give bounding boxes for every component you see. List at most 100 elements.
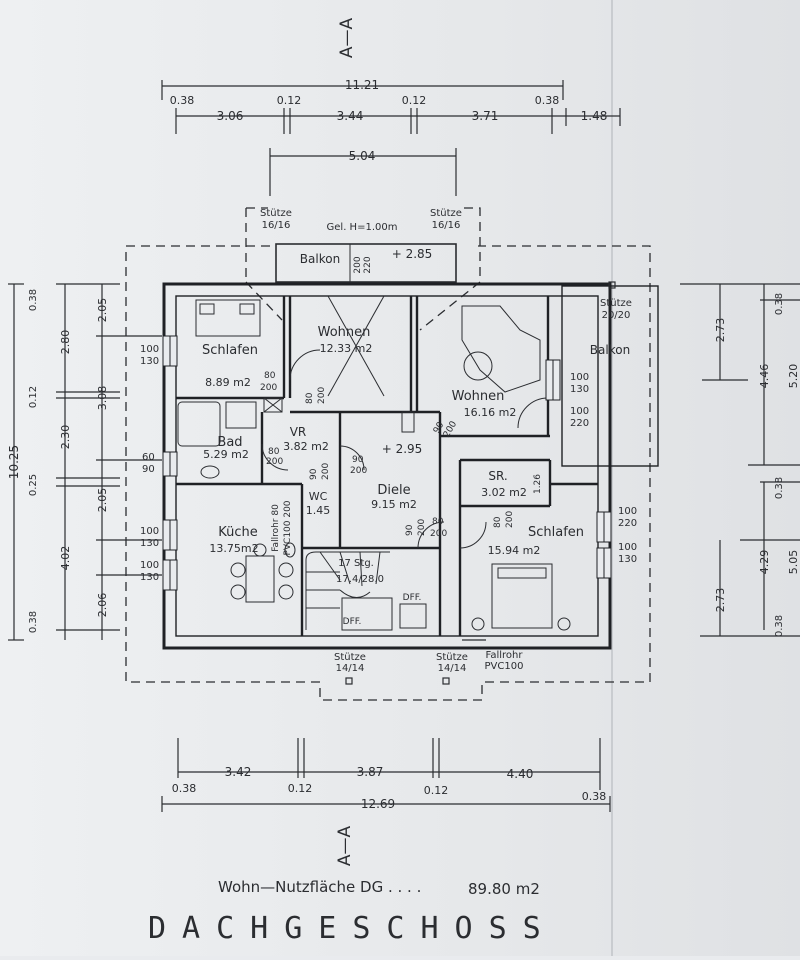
dim-right-lower-2: 4.29 [758,550,771,575]
door-h-h: 200 [417,519,427,536]
win-label-h1: 100 [618,542,637,553]
room-name-balkon-right: Balkon [590,343,630,357]
toilet [284,542,296,558]
dim-bottom-span-1: 3.42 [225,765,252,779]
bathtub [177,401,221,447]
dim-left-wall-4: 0.38 [28,611,39,633]
dim-left-outer-2: 3.08 [96,386,109,411]
room-area-wohnen-2: 16.16 m2 [464,406,517,419]
win-label-h2: 130 [618,554,637,565]
stuetze-bottom-left-size: 14/14 [336,663,365,674]
win-label-d2: 130 [140,572,159,583]
room-area-diele: 9.15 m2 [371,498,417,511]
dim-right-lower-4: 2.73 [714,588,727,613]
door-f-w: 90 [309,468,319,480]
win-label-a1: 100 [140,344,159,355]
door-f-h: 200 [321,463,331,480]
stuetze-top-left-size: 16/16 [262,220,291,231]
dim-left-total: 10.25 [7,445,21,479]
section-label-bottom: A—A [335,826,355,867]
door-e-w: 80 [305,392,315,404]
coffee-table [463,351,493,381]
dim-bottom-wall-left: 0.38 [172,782,197,795]
dim-right-upper-1: 2.73 [714,318,727,343]
stuetze-bottom-right-label: Stütze [436,652,468,663]
dim-bottom-wall-right: 0.38 [582,790,607,803]
dim-right-upper-4: 5.20 [787,364,800,389]
win-label-g2: 220 [618,518,637,529]
bed-schlafen-2 [491,563,553,629]
dining-table [245,555,275,603]
fallrohr-kueche-2: PVC100 200 [283,500,293,555]
dim-top-wall-left: 0.38 [170,94,195,107]
door-a-w: 80 [264,371,276,381]
level-balkon: + 2.85 [392,247,433,261]
door-i-h: 200 [505,511,515,528]
dim-right-upper-2: 4.46 [758,364,771,389]
win-label-b1: 60 [142,452,155,463]
dim-right-lower-1: 0.38 [774,477,785,499]
win-label-d1: 100 [140,560,159,571]
area-value: 89.80 m2 [468,880,540,898]
sofa [461,305,541,393]
dim-right-upper-3: 0.38 [774,293,785,315]
door-swings [261,295,549,549]
win-label-c1: 100 [140,526,159,537]
railing-height: Gel. H=1.00m [327,222,398,233]
dim-left-wall-2: 0.12 [28,386,39,408]
dim-top-span-1: 3.06 [217,109,244,123]
stairs-ratio: 17.4/28.0 [336,574,384,585]
room-name-bad: Bad [217,435,242,450]
skylight [399,603,427,629]
room-area-schlafen-1: 8.89 m2 [205,376,251,389]
dim-sr-126: 1.26 [533,474,543,494]
dim-left-wall-1: 0.38 [28,289,39,311]
win-label-c2: 130 [140,538,159,549]
room-name-diele: Diele [377,483,410,498]
section-label-top: A—A [337,18,357,59]
door-c-w: 90 [352,455,364,465]
room-labels: Schlafen 8.89 m2 Wohnen 12.33 m2 Wohnen … [202,325,584,557]
dim-top-wall-right: 0.38 [535,94,560,107]
dim-left-wall-3: 0.25 [28,474,39,496]
dim-left-inner-3: 4.02 [59,546,72,571]
room-area-sr: 3.02 m2 [481,486,527,499]
win-label-e1: 100 [570,372,589,383]
level-diele: + 2.95 [382,442,423,456]
win-label-a2: 130 [140,356,159,367]
fallrohr-kueche-1: Fallrohr 80 [271,504,281,552]
dim-right-lower-3: 5.05 [787,550,800,575]
room-area-wc: 1.45 [306,504,331,517]
door-c-h: 200 [350,466,367,476]
stairs-count: 17 Stg. [338,558,374,569]
win-label-e2: 130 [570,384,589,395]
dim-top-total: 11.21 [345,78,379,92]
left-dimension-lines [8,283,162,641]
shower [225,401,257,429]
room-area-kueche: 13.75m2 [209,542,258,555]
furniture [177,299,571,631]
area-label: Wohn—Nutzfläche DG . . . . [218,878,421,896]
stuetze-top-right-label: Stütze [430,208,462,219]
room-name-vr: VR [290,425,307,439]
door-b-h: 200 [266,457,283,467]
window-labels: 100 130 60 90 100 130 100 130 100 130 10… [140,344,637,583]
dim-bottom-span-3: 4.40 [507,767,534,781]
door-dim-balkon-2: 220 [363,256,373,273]
room-name-balkon-top: Balkon [300,252,340,266]
windows [162,335,612,591]
balcony-top [275,243,457,283]
dim-top-balcony: 5.04 [349,149,376,163]
room-name-sr: SR. [488,469,507,483]
dim-left-outer-1: 2.05 [96,298,109,323]
room-name-schlafen-1: Schlafen [202,343,258,358]
door-a-h: 200 [260,383,277,393]
stuetze-right-label: Stütze [600,298,632,309]
dim-top-span-3: 3.71 [472,109,499,123]
right-dimension-lines [680,283,800,637]
dim-left-outer-4: 2.06 [96,593,109,618]
door-d-h: 200 [430,529,447,539]
room-area-vr: 3.82 m2 [283,440,329,453]
